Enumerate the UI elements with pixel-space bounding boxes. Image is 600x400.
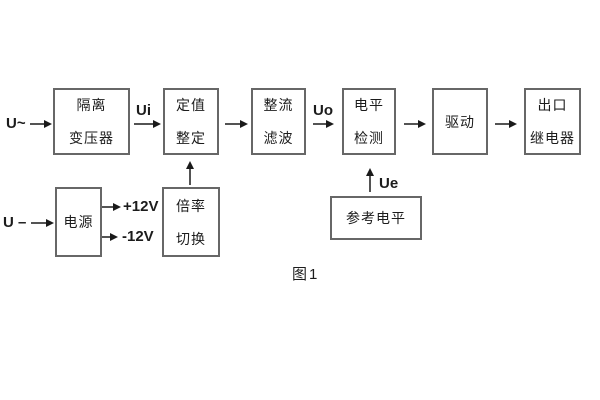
arrow-ac-to-isolation [30, 120, 52, 128]
label-dc-input: U – [3, 214, 27, 231]
arrow-rectifier-to-level [313, 120, 334, 128]
block-driver: 驱动 [432, 88, 488, 155]
block-label: 电源 [63, 214, 94, 230]
block-setting-adjust: 定值 整定 [163, 88, 219, 155]
label-ac-input: U~ [6, 115, 26, 132]
block-label: 倍率 [176, 197, 206, 214]
block-level-detect: 电平 检测 [342, 88, 396, 155]
block-label: 切换 [176, 230, 206, 247]
block-label: 出口 [537, 97, 568, 113]
block-label: 定值 [176, 97, 206, 113]
block-rectifier-filter: 整流 滤波 [251, 88, 306, 155]
block-label: 整流 [263, 97, 294, 113]
arrow-driver-to-relay [495, 120, 517, 128]
block-label: 电平 [354, 97, 384, 113]
label-minus12v: -12V [122, 228, 154, 245]
block-label: 继电器 [530, 130, 575, 146]
block-ratio-switch: 倍率 切换 [162, 187, 220, 257]
block-label: 检测 [354, 130, 384, 146]
label-ue: Ue [379, 175, 399, 192]
arrow-power-minus12v [102, 233, 118, 241]
block-label: 整定 [176, 130, 206, 146]
arrow-ratio-to-setting [186, 161, 194, 185]
figure-caption: 图1 [292, 266, 320, 283]
label-plus12v: +12V [123, 198, 159, 215]
arrow-setting-to-rectifier [225, 120, 248, 128]
block-label: 参考电平 [346, 210, 406, 226]
arrow-reference-to-level [366, 168, 374, 192]
label-uo: Uo [313, 102, 333, 119]
block-label: 隔离 [76, 97, 107, 113]
block-label: 驱动 [445, 113, 475, 130]
arrow-power-plus12v [102, 203, 121, 211]
label-ui: Ui [136, 102, 151, 119]
block-output-relay: 出口 继电器 [524, 88, 581, 155]
block-label: 滤波 [263, 130, 294, 146]
block-reference-level: 参考电平 [330, 196, 422, 240]
block-power-supply: 电源 [55, 187, 102, 257]
block-label: 变压器 [69, 130, 114, 146]
arrow-level-to-driver [404, 120, 426, 128]
arrow-isolation-to-setting [134, 120, 161, 128]
block-isolation-transformer: 隔离 变压器 [53, 88, 130, 155]
arrow-dc-to-power [31, 219, 54, 227]
